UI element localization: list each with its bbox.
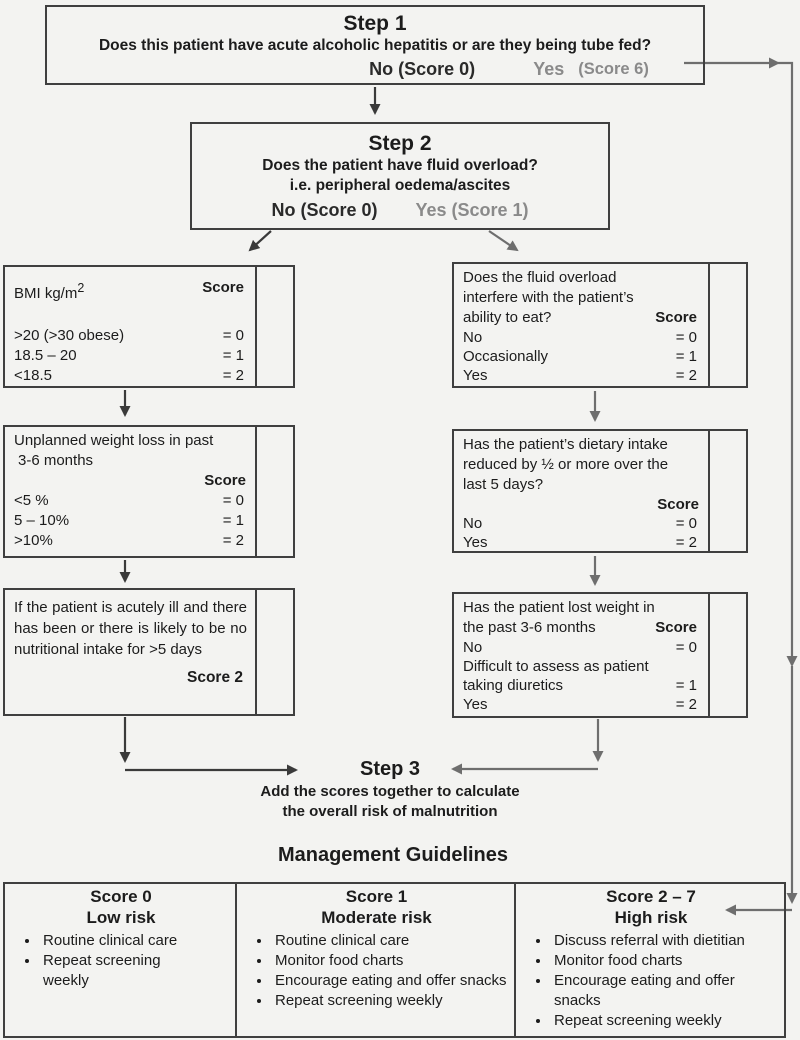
arrow-step2-yes-to-fluid <box>488 230 519 252</box>
bmi-score-header: Score <box>202 279 244 296</box>
list-item: Routine clinical care <box>40 931 193 951</box>
table-row: <18.5= 2 <box>14 367 244 384</box>
line-yes-path-down-1 <box>778 61 798 667</box>
col-score: Score 0 <box>90 887 152 906</box>
step3-line-1: Add the scores together to calculate <box>260 783 520 800</box>
bmi-title: BMI kg/m2 <box>14 281 85 302</box>
fluid-q-2: interfere with the patient’s <box>463 289 634 306</box>
lostweight-q-2-row: the past 3-6 months Score <box>463 618 704 638</box>
step3-title: Step 3 <box>359 758 421 780</box>
dietary-intake-box: Has the patient’s dietary intake reduced… <box>452 429 748 553</box>
step1-question: Does this patient have acute alcoholic h… <box>98 37 652 54</box>
col-bullets: Discuss referral with dietitian Monitor … <box>524 931 778 1031</box>
table-row: No= 0 <box>463 639 697 656</box>
management-col-high-risk: Score 2 – 7 High risk Discuss referral w… <box>514 884 784 1036</box>
management-table: Score 0 Low risk Routine clinical care R… <box>3 882 786 1038</box>
col-score: Score 2 – 7 <box>606 887 696 906</box>
dietary-score-header: Score <box>657 496 699 513</box>
table-row: No= 0 <box>463 515 697 532</box>
step2-box: Step 2 Does the patient have fluid overl… <box>190 122 610 230</box>
step1-yes-label: Yes (Score 6) <box>533 59 649 79</box>
list-item: Repeat screening weekly <box>272 991 508 1011</box>
management-col-moderate-risk: Score 1 Moderate risk Routine clinical c… <box>235 884 514 1036</box>
lost-weight-box: Has the patient lost weight in the past … <box>452 592 748 718</box>
table-row: Yes= 2 <box>463 534 697 551</box>
fluid-q-1: Does the fluid overload <box>463 269 617 286</box>
acutely-ill-text: If the patient is acutely ill and there … <box>14 599 247 658</box>
step1-choices: No (Score 0) Yes (Score 6) <box>181 57 800 81</box>
list-item: Repeat screening weekly <box>40 951 193 991</box>
fluid-overload-box: Does the fluid overload interfere with t… <box>452 262 748 388</box>
arrow-step2-no-to-bmi <box>248 230 272 252</box>
weightloss-score-header: Score <box>204 472 246 489</box>
step1-title: Step 1 <box>343 12 407 35</box>
weightloss-box: Unplanned weight loss in past 3-6 months… <box>3 425 295 558</box>
table-row: Occasionally= 1 <box>463 348 697 365</box>
management-title: Management Guidelines <box>277 844 509 866</box>
table-row: taking diuretics= 1 <box>463 677 697 694</box>
step2-question: Does the patient have fluid overload? <box>262 157 538 174</box>
lostweight-rows: No= 0 Difficult to assess as patient tak… <box>463 638 704 714</box>
table-row: No= 0 <box>463 329 697 346</box>
list-item: Repeat screening weekly <box>551 1011 778 1031</box>
acutely-ill-score-entry-cell <box>255 590 293 714</box>
col-risk: Moderate risk <box>321 908 432 927</box>
bmi-title-row: BMI kg/m2 Score <box>14 278 251 304</box>
table-row: 18.5 – 20= 1 <box>14 347 244 364</box>
step2-choices: No (Score 0) Yes (Score 1) <box>192 198 608 222</box>
dietary-q-2: reduced by ½ or more over the <box>463 456 669 473</box>
col-risk: Low risk <box>86 908 156 927</box>
dietary-q-3: last 5 days? <box>463 476 544 493</box>
col-bullets: Routine clinical care Monitor food chart… <box>245 931 508 1011</box>
acutely-ill-score: Score 2 <box>186 669 243 686</box>
dietary-q-1: Has the patient’s dietary intake <box>463 436 668 453</box>
weightloss-title-1: Unplanned weight loss in past <box>14 432 214 449</box>
table-row: >10%= 2 <box>14 532 244 549</box>
step2-no-label: No (Score 0) <box>271 200 378 220</box>
list-item: Encourage eating and offer snacks <box>272 971 508 991</box>
bmi-score-entry-cell <box>255 267 293 386</box>
step3-line-2: the overall risk of malnutrition <box>282 803 498 820</box>
table-row: Yes= 2 <box>463 367 697 384</box>
step2-title: Step 2 <box>368 132 432 155</box>
table-row: >20 (>30 obese)= 0 <box>14 327 244 344</box>
col-score: Score 1 <box>345 887 408 906</box>
step2-subquestion: i.e. peripheral oedema/ascites <box>289 177 511 194</box>
list-item: Discuss referral with dietitian <box>551 931 778 951</box>
col-risk: High risk <box>614 908 688 927</box>
list-item: Routine clinical care <box>272 931 508 951</box>
lostweight-q-2: the past 3-6 months <box>463 619 596 636</box>
weightloss-title-2: 3-6 months <box>18 452 94 469</box>
step1-box: Step 1 Does this patient have acute alco… <box>45 5 705 85</box>
table-row: <5 %= 0 <box>14 492 244 509</box>
step1-no-label: No (Score 0) <box>369 59 476 79</box>
weightloss-rows: <5 %= 0 5 – 10%= 1 >10%= 2 <box>14 491 251 551</box>
col-bullets: Routine clinical care Repeat screening w… <box>13 931 229 991</box>
table-row: 5 – 10%= 1 <box>14 512 244 529</box>
fluid-rows: No= 0 Occasionally= 1 Yes= 2 <box>463 328 704 385</box>
list-item: Encourage eating and offer snacks <box>551 971 778 1011</box>
dietary-rows: No= 0 Yes= 2 <box>463 514 704 552</box>
step2-yes-label: Yes (Score 1) <box>415 200 529 220</box>
lostweight-q-1: Has the patient lost weight in <box>463 599 655 616</box>
bmi-rows: >20 (>30 obese)= 0 18.5 – 20= 1 <18.5= 2 <box>14 326 251 386</box>
lostweight-score-entry-cell <box>708 594 746 716</box>
fluid-q-3-row: ability to eat? Score <box>463 308 704 328</box>
fluid-score-entry-cell <box>708 264 746 386</box>
table-row: Yes= 2 <box>463 696 697 713</box>
list-item: Monitor food charts <box>272 951 508 971</box>
acutely-ill-box: If the patient is acutely ill and there … <box>3 588 295 716</box>
management-col-low-risk: Score 0 Low risk Routine clinical care R… <box>5 884 235 1036</box>
list-item: Monitor food charts <box>551 951 778 971</box>
table-row: Difficult to assess as patient <box>463 658 649 675</box>
step3-block: Step 3 Add the scores together to calcul… <box>190 756 590 822</box>
fluid-q-3: ability to eat? <box>463 309 552 326</box>
bmi-box: BMI kg/m2 Score >20 (>30 obese)= 0 18.5 … <box>3 265 295 388</box>
dietary-score-entry-cell <box>708 431 746 551</box>
weightloss-score-entry-cell <box>255 427 293 556</box>
lostweight-score-header: Score <box>655 619 697 636</box>
fluid-score-header: Score <box>655 309 697 326</box>
